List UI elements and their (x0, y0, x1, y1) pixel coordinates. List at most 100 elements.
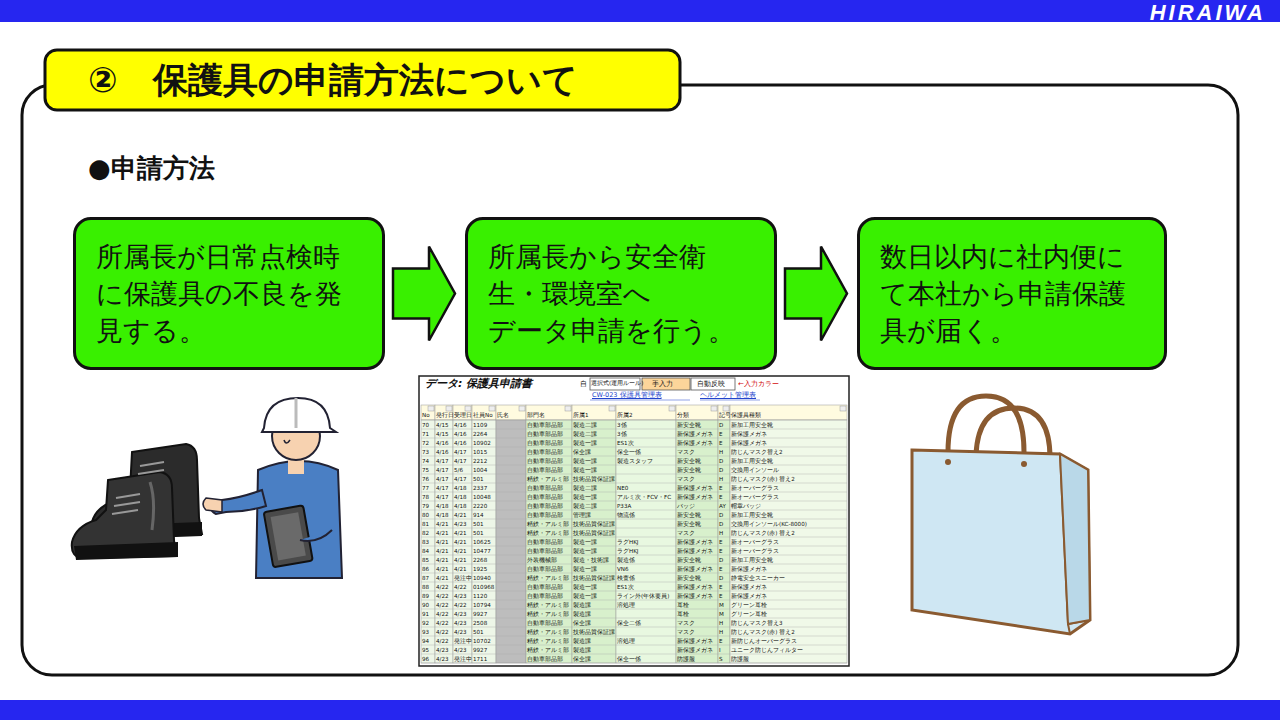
table-cell: 自動車部品部 (527, 493, 563, 501)
table-cell: 交換用インソール (731, 466, 779, 474)
table-cell: マスク (677, 448, 695, 456)
table-cell: 74 (422, 457, 429, 465)
table-cell: 4/15 (436, 430, 449, 438)
table-cell: バッジ (677, 502, 695, 510)
column-header: 受理日 (454, 411, 472, 419)
table-cell: 5/6 (454, 466, 463, 474)
table-cell: 89 (422, 592, 429, 600)
table-cell: 技術品質保証課 (573, 628, 615, 636)
table-cell: 精鉄・アルミ部 (527, 637, 569, 645)
company-logo: HIRAIWA (1150, 0, 1266, 25)
table-cell: H (719, 448, 723, 456)
table-cell: 新保護メガネ (677, 637, 713, 645)
table-cell: 4/22 (436, 610, 449, 618)
sheet-link: CW-023 保護具管理表 (592, 392, 662, 399)
table-cell: 新保護メガネ (677, 592, 713, 600)
table-cell: 溶処理 (617, 637, 635, 645)
table-cell: 保全課 (573, 619, 591, 627)
table-cell: グリーン耳栓 (731, 601, 767, 609)
table-cell: 耳栓 (677, 610, 689, 618)
table-cell: 4/22 (436, 628, 449, 636)
table-cell: 73 (422, 448, 429, 456)
table-cell: 4/16 (454, 421, 467, 429)
table-cell: D (719, 511, 723, 519)
column-header: 分類 (677, 411, 689, 419)
table-cell: 保全一係 (617, 448, 641, 456)
column-header: 所属2 (617, 411, 633, 419)
table-cell: 自動車部品部 (527, 448, 563, 456)
bottom-bar (0, 700, 1280, 720)
table-cell: 4/21 (436, 547, 449, 555)
table-cell: 4/23 (454, 628, 467, 636)
column-header: 氏名 (497, 411, 509, 419)
column-header: 部門名 (527, 411, 545, 419)
table-cell: 新保護メガネ (677, 430, 713, 438)
table-cell: 製造一課 (573, 493, 597, 501)
table-cell: 新安全靴 (677, 520, 701, 528)
table-cell: 発注中 (454, 655, 472, 663)
table-cell: 精鉄・アルミ部 (527, 574, 569, 582)
table-cell: 1004 (473, 466, 487, 474)
table-cell: 1120 (473, 592, 487, 600)
column-header: 記号 (719, 411, 731, 419)
table-cell: 4/21 (436, 520, 449, 528)
table-cell: D (719, 466, 723, 474)
table-cell: 4/21 (436, 565, 449, 573)
table-cell: 自動車部品部 (527, 439, 563, 447)
table-cell: D (719, 520, 723, 528)
table-cell: 製造二課 (573, 502, 597, 510)
process-box: 所属長から安全衛 生・環境室へ データ申請を行う。 (465, 217, 777, 370)
table-cell: 製造一課 (573, 547, 597, 555)
table-cell: E (719, 583, 723, 591)
table-cell: ユニーク防じんフィルター (731, 646, 803, 654)
table-cell: 4/22 (436, 601, 449, 609)
table-cell: 4/17 (436, 484, 449, 492)
table-cell: 75 (422, 466, 429, 474)
table-cell: 4/16 (436, 448, 449, 456)
sheet-title: データ: 保護具申請書 (425, 378, 532, 391)
table-cell: 保全課 (573, 655, 591, 663)
table-cell: 製造課 (573, 601, 591, 609)
table-cell: 4/21 (454, 547, 467, 555)
table-cell: 製造課 (573, 637, 591, 645)
sheet-note: 手入力 (652, 380, 673, 388)
table-cell: 製造一課 (573, 457, 597, 465)
table-cell: 新保護メガネ (731, 565, 767, 573)
table-cell: E (719, 538, 723, 546)
table-cell: 80 (422, 511, 429, 519)
table-cell: 4/21 (436, 556, 449, 564)
table-cell: 1015 (473, 448, 487, 456)
table-cell: 70 (422, 421, 429, 429)
table-cell: 自動車部品部 (527, 511, 563, 519)
table-cell: 製造課 (573, 646, 591, 654)
table-cell: 製造係 (617, 556, 635, 564)
table-cell: 4/22 (454, 583, 467, 591)
top-bar (0, 0, 1280, 22)
table-cell: 010968 (473, 583, 494, 591)
table-cell: 4/21 (454, 565, 467, 573)
table-cell: 交換用インソール(KC-8000) (731, 520, 807, 528)
table-cell: 新保護メガネ (731, 439, 767, 447)
table-cell: 発注中 (454, 574, 472, 582)
table-cell: 71 (422, 430, 429, 438)
table-cell: 4/23 (454, 592, 467, 600)
table-cell: 4/17 (454, 457, 467, 465)
table-cell: 新保護メガネ (677, 439, 713, 447)
table-cell: グリーン耳栓 (731, 610, 767, 618)
table-cell: 新オーバーグラス (731, 538, 779, 546)
table-cell: E (719, 637, 723, 645)
table-cell: 88 (422, 583, 429, 591)
table-cell: 新安全靴 (677, 574, 701, 582)
sheet-note: 自動反映 (697, 380, 725, 388)
table-cell: 76 (422, 475, 429, 483)
table-cell: 4/15 (436, 421, 449, 429)
table-cell: 2268 (473, 556, 487, 564)
table-cell: 外装機械部 (527, 556, 557, 564)
table-cell: 4/21 (454, 529, 467, 537)
sheet-note: ←入力カラー (738, 380, 779, 388)
table-cell: 4/18 (454, 493, 467, 501)
table-cell: 2212 (473, 457, 487, 465)
table-cell: M (719, 610, 724, 618)
table-cell: 精鉄・アルミ部 (527, 520, 569, 528)
